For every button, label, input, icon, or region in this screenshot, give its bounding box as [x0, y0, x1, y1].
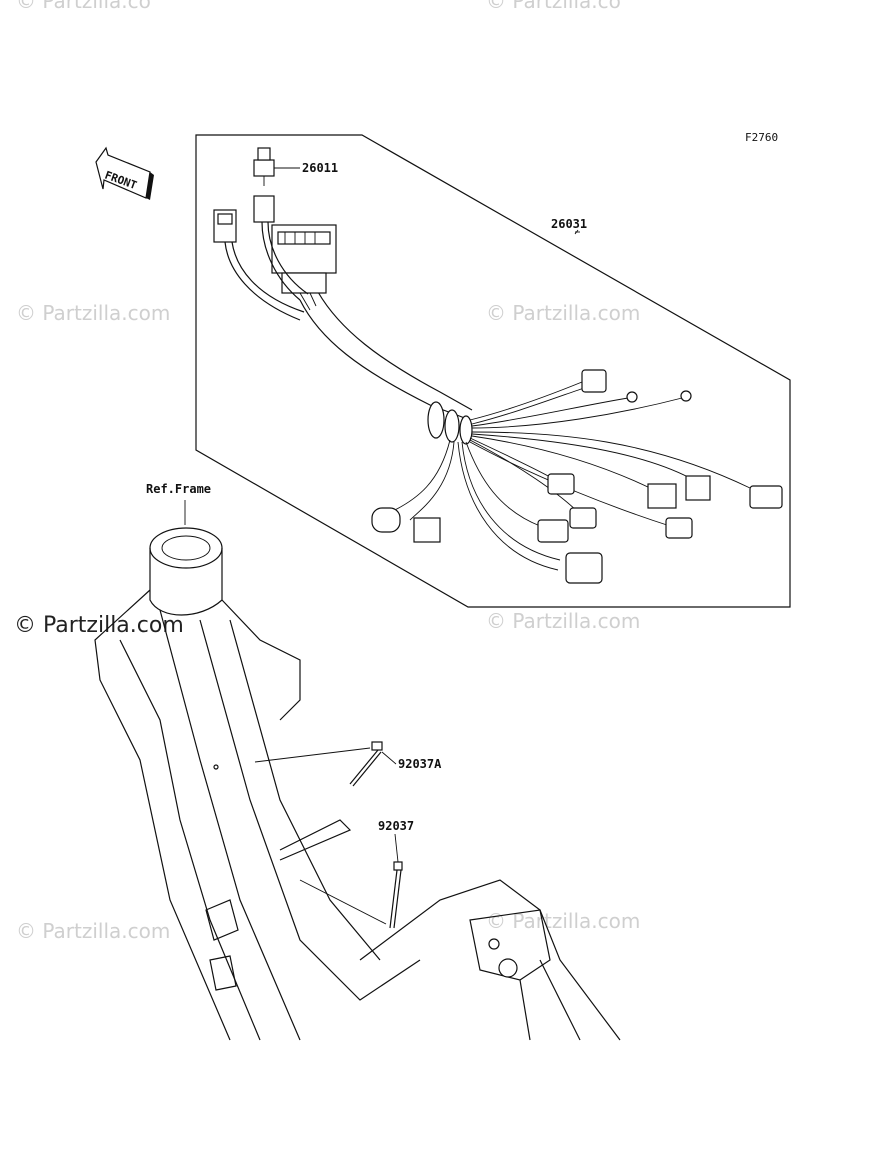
watermark: © Partzilla.com [486, 609, 640, 633]
part-label-92037a: 92037A [398, 757, 442, 771]
part-label-26031: 26031 [551, 217, 587, 231]
harness-connectors [371, 369, 783, 584]
diagram-code: F2760 [745, 131, 778, 144]
watermark: © Partzilla.com [486, 301, 640, 325]
watermark: © Partzilla.com [486, 909, 640, 933]
part-label-26011: 26011 [302, 161, 338, 175]
front-arrow-icon: FRONT [95, 146, 154, 200]
watermark: © Partzilla.co [16, 0, 151, 13]
bolt-92037 [299, 833, 403, 929]
ref-frame-label: Ref.Frame [146, 482, 211, 496]
bolt-92037a [254, 741, 397, 787]
harness-kit-outline [195, 134, 791, 608]
watermark: © Partzilla.com [16, 301, 170, 325]
watermark: © Partzilla.co [486, 0, 621, 13]
watermark: © Partzilla.com [16, 919, 170, 943]
connector-26011 [253, 147, 275, 186]
part-label-92037: 92037 [378, 819, 414, 833]
main-harness [213, 195, 473, 445]
watermark-prominent: © Partzilla.com [14, 613, 184, 638]
motorcycle-frame [94, 500, 621, 1041]
